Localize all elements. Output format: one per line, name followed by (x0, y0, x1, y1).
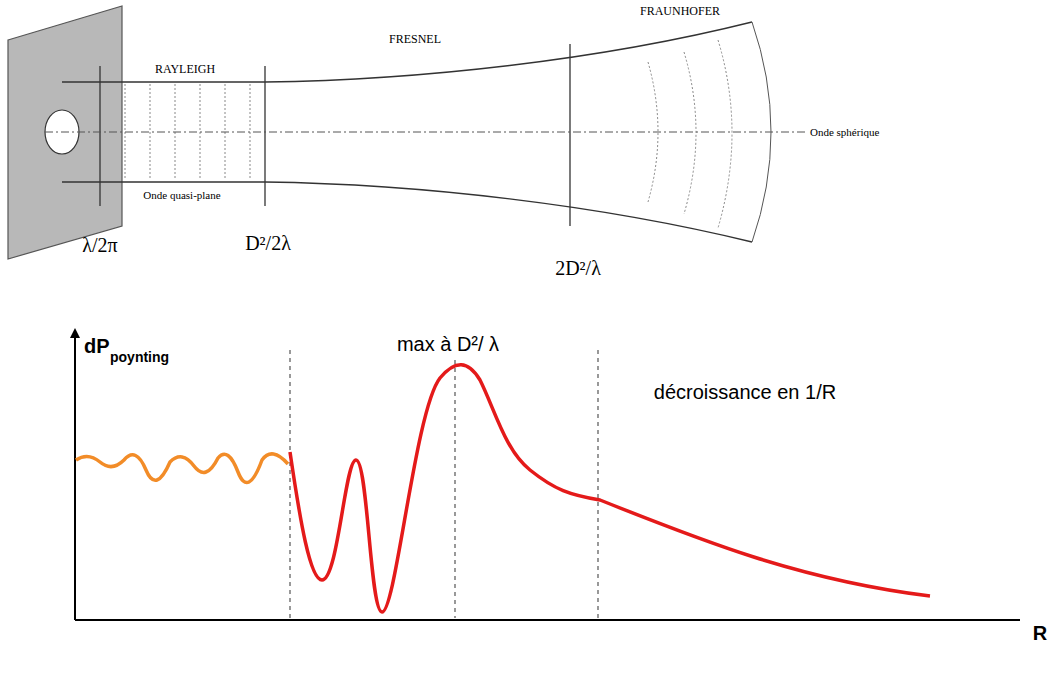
wave-note: Onde quasi-plane (143, 189, 220, 201)
axis-label: dP (84, 335, 110, 357)
distance-label: D²/2λ (245, 232, 291, 254)
near-field-curve (76, 454, 288, 483)
boundary-line (99, 66, 100, 206)
beam-edge (62, 182, 752, 242)
axis-subscript: poynting (110, 350, 169, 365)
power-density-curve (290, 365, 930, 612)
axis-label: R (1033, 622, 1047, 644)
peak-note: max à D²/ λ (397, 333, 499, 355)
distance-label: λ/2π (82, 234, 117, 256)
beam-edge (62, 22, 752, 82)
decay-note: décroissance en 1/R (650, 381, 840, 403)
region-name: RAYLEIGH (155, 63, 215, 76)
y-axis (74, 330, 76, 620)
beam-axis (45, 132, 805, 133)
boundary-line (569, 44, 570, 226)
region-name: FRESNEL (389, 33, 441, 46)
wavefront-arc (718, 40, 732, 228)
wave-note: Onde sphérique (810, 126, 879, 138)
x-axis (75, 619, 1020, 621)
distance-label: 2D²/λ (555, 257, 601, 279)
region-name: FRAUNHOFER (640, 5, 720, 18)
wavefront-arc (684, 52, 696, 214)
boundary-line (264, 66, 265, 206)
